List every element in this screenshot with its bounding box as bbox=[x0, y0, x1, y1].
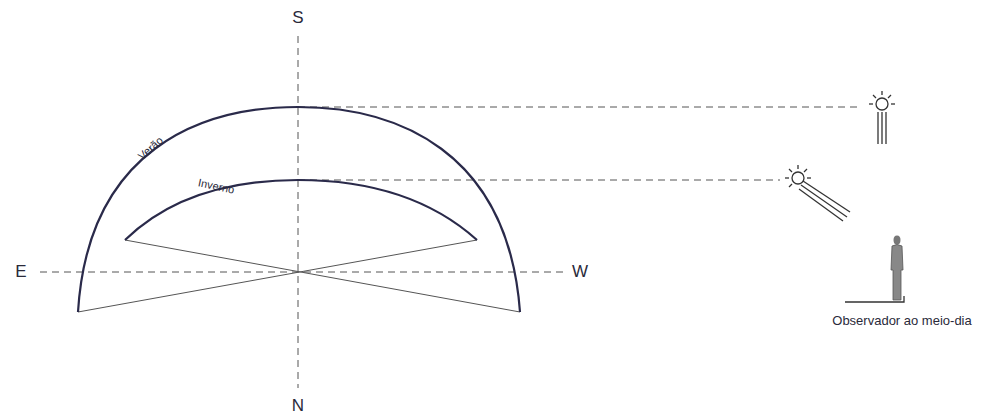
summer-sun-path bbox=[78, 107, 520, 312]
winter-sun-path bbox=[125, 180, 477, 240]
winter-sun-icon bbox=[785, 165, 850, 221]
summer-sun-icon bbox=[869, 91, 895, 144]
sunrise-sunset-lines bbox=[78, 240, 520, 312]
axis-lines bbox=[40, 36, 860, 388]
season-label: Verão bbox=[135, 134, 164, 162]
observer-figure bbox=[845, 236, 904, 303]
azimuth-line bbox=[125, 240, 520, 312]
north-south-axis bbox=[298, 36, 299, 388]
summer-noon-projection bbox=[298, 107, 860, 108]
compass-label: S bbox=[292, 9, 303, 28]
compass-label: E bbox=[15, 263, 26, 282]
observer-caption: Observador ao meio-dia bbox=[832, 314, 971, 328]
compass-label: N bbox=[292, 397, 304, 416]
azimuth-line bbox=[78, 240, 477, 312]
compass-label: W bbox=[572, 263, 588, 282]
winter-noon-projection bbox=[298, 180, 780, 181]
